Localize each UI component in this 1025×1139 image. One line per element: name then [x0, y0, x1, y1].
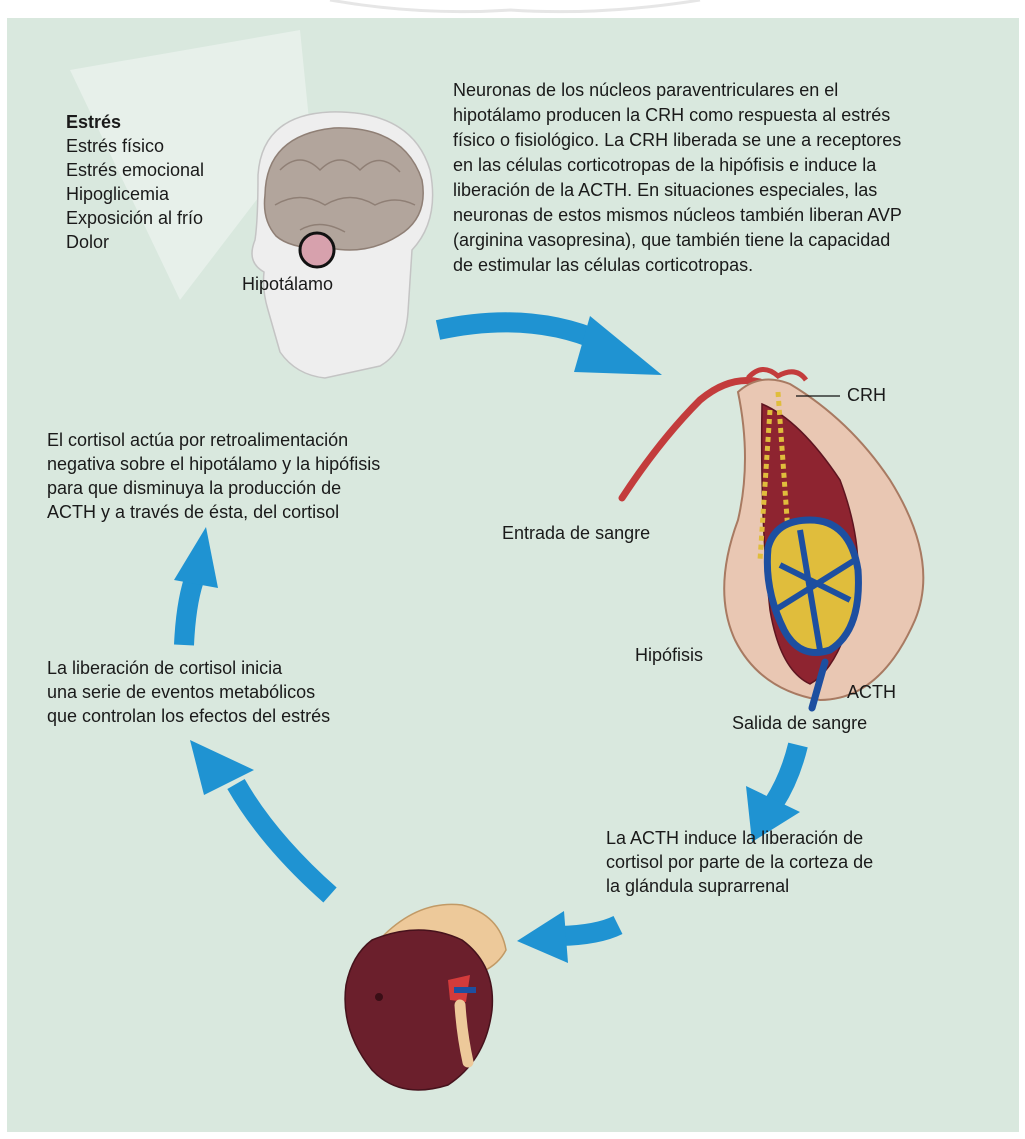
acth-effect-line: La ACTH induce la liberación de [606, 826, 873, 850]
pituitary-label: Hipófisis [635, 643, 703, 667]
head-illustration [252, 112, 433, 378]
stress-item: Estrés físico [66, 134, 204, 158]
acth-label: ACTH [847, 680, 896, 704]
crh-description-line: de estimular las células corticotropas. [453, 253, 902, 278]
arrow-head-3 [517, 911, 568, 963]
stress-item: Exposición al frío [66, 206, 204, 230]
blood-inflow-label: Entrada de sangre [502, 521, 650, 545]
hypothalamus-marker [300, 233, 334, 267]
arrow-head-5 [174, 527, 218, 588]
release-line: una serie de eventos metabólicos [47, 680, 330, 704]
crh-description-line: (arginina vasopresina), que también tien… [453, 228, 902, 253]
crh-description-line: físico o fisiológico. La CRH liberada se… [453, 128, 902, 153]
crh-description-line: Neuronas de los núcleos paraventriculare… [453, 78, 902, 103]
blood-outflow-label: Salida de sangre [732, 711, 867, 735]
feedback-text: El cortisol actúa por retroalimentación … [47, 428, 380, 524]
hypothalamus-label: Hipotálamo [242, 272, 333, 296]
arrow-head-1 [574, 316, 662, 375]
release-line: que controlan los efectos del estrés [47, 704, 330, 728]
crh-label: CRH [847, 383, 886, 407]
crh-description: Neuronas de los núcleos paraventriculare… [453, 78, 902, 278]
feedback-line: negativa sobre el hipotálamo y la hipófi… [47, 452, 380, 476]
stress-item: Hipoglicemia [66, 182, 204, 206]
stress-item: Estrés emocional [66, 158, 204, 182]
release-text: La liberación de cortisol inicia una ser… [47, 656, 330, 728]
feedback-line: para que disminuya la producción de [47, 476, 380, 500]
crh-description-line: liberación de la ACTH. En situaciones es… [453, 178, 902, 203]
acth-effect-line: cortisol por parte de la corteza de [606, 850, 873, 874]
crh-description-line: neuronas de estos mismos núcleos también… [453, 203, 902, 228]
feedback-line: El cortisol actúa por retroalimentación [47, 428, 380, 452]
stress-list: Estrés Estrés físico Estrés emocional Hi… [66, 110, 204, 254]
stress-item: Dolor [66, 230, 204, 254]
feedback-line: ACTH y a través de ésta, del cortisol [47, 500, 380, 524]
acth-effect-text: La ACTH induce la liberación de cortisol… [606, 826, 873, 898]
stress-title: Estrés [66, 110, 204, 134]
release-line: La liberación de cortisol inicia [47, 656, 330, 680]
acth-effect-line: la glándula suprarrenal [606, 874, 873, 898]
crh-description-line: en las células corticotropas de la hipóf… [453, 153, 902, 178]
adrenal-kidney-illustration [345, 904, 506, 1090]
crh-description-line: hipotálamo producen la CRH como respuest… [453, 103, 902, 128]
